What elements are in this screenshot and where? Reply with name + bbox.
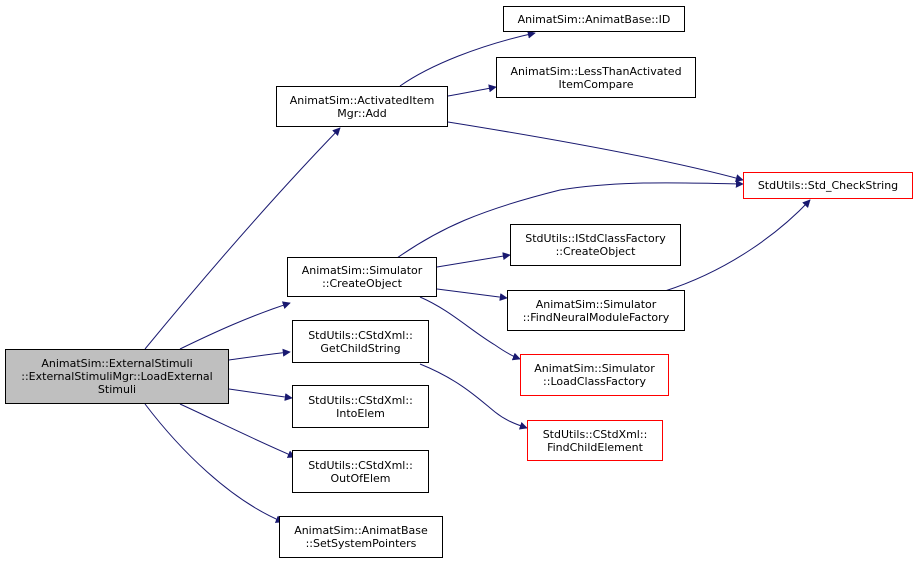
node-label-line: StdUtils::Std_CheckString [757, 179, 899, 192]
node-less-than-activated-item-compare[interactable]: AnimatSim::LessThanActivated ItemCompare [496, 57, 696, 98]
edge-root-to-set-system-pointers [144, 403, 284, 523]
node-label-line: AnimatSim::Simulator [301, 264, 423, 277]
edge-create-object-to-std-check-string [396, 179, 744, 259]
node-label-line: ::ExternalStimuliMgr::LoadExternal [21, 370, 213, 383]
edge-create-object-to-istd-class-factory [436, 252, 511, 268]
node-activated-item-mgr-add[interactable]: AnimatSim::ActivatedItem Mgr::Add [276, 86, 448, 127]
node-label-line: OutOfElem [330, 471, 391, 485]
node-label-line: ::CreateObject [322, 277, 402, 290]
node-label-line: AnimatSim::Simulator [535, 297, 657, 311]
node-label-line: IntoElem [336, 406, 385, 420]
node-load-class-factory[interactable]: AnimatSim::Simulator ::LoadClassFactory [520, 354, 669, 396]
node-simulator-create-object[interactable]: AnimatSim::Simulator ::CreateObject [287, 257, 437, 297]
node-label-line: GetChildString [320, 341, 401, 355]
node-label-line: Stimuli [97, 383, 137, 396]
node-label-line: AnimatSim::LessThanActivated [510, 64, 682, 78]
edge-activated-add-to-less-than-activated [447, 84, 497, 97]
node-label-line: ::LoadClassFactory [543, 375, 646, 388]
node-std-check-string[interactable]: StdUtils::Std_CheckString [743, 172, 913, 199]
edge-root-to-out-of-elem [179, 403, 296, 458]
edge-root-to-into-elem [228, 388, 293, 401]
node-label-line: AnimatSim::Simulator [534, 362, 655, 375]
edge-create-object-to-load-class-factory [419, 296, 521, 361]
edge-find-neural-to-std-check-string [664, 199, 811, 292]
node-label-line: AnimatSim::ExternalStimuli [41, 357, 193, 370]
edge-activated-add-to-animatbase-id [399, 30, 536, 87]
node-animatbase-id[interactable]: AnimatSim::AnimatBase::ID [503, 6, 685, 32]
edge-activated-add-to-std-check-string [447, 121, 744, 182]
edge-root-to-activated-item-mgr-add [144, 127, 341, 350]
edge-root-to-get-child-string [228, 348, 291, 361]
edge-create-object-to-find-neural-module-factory [436, 288, 508, 301]
node-label-line: StdUtils::CStdXml:: [308, 458, 413, 472]
edge-root-to-simulator-create-object [179, 301, 291, 350]
node-label-line: ::FindNeuralModuleFactory [522, 310, 670, 324]
node-label-line: StdUtils::IStdClassFactory [525, 232, 666, 245]
node-label-line: AnimatSim::AnimatBase [294, 524, 428, 537]
node-label-line: ::SetSystemPointers [305, 537, 417, 550]
node-label-line: FindChildElement [547, 440, 643, 454]
node-find-neural-module-factory[interactable]: AnimatSim::Simulator ::FindNeuralModuleF… [507, 290, 685, 331]
node-into-elem[interactable]: StdUtils::CStdXml:: IntoElem [292, 385, 429, 428]
node-label-line: StdUtils::CStdXml:: [308, 393, 413, 407]
node-set-system-pointers[interactable]: AnimatSim::AnimatBase ::SetSystemPointer… [279, 516, 443, 558]
node-find-child-element[interactable]: StdUtils::CStdXml:: FindChildElement [527, 420, 663, 461]
node-label-line: StdUtils::CStdXml:: [308, 328, 413, 342]
edge-get-child-string-to-find-child-element [419, 363, 528, 430]
node-label-line: Mgr::Add [337, 106, 387, 120]
node-get-child-string[interactable]: StdUtils::CStdXml:: GetChildString [292, 320, 429, 363]
node-label-line: ::CreateObject [555, 245, 636, 258]
node-label-line: ItemCompare [558, 77, 634, 91]
node-out-of-elem[interactable]: StdUtils::CStdXml:: OutOfElem [292, 450, 429, 493]
node-load-external-stimuli: AnimatSim::ExternalStimuli ::ExternalSti… [5, 349, 229, 404]
node-istd-class-factory-create-object[interactable]: StdUtils::IStdClassFactory ::CreateObjec… [510, 224, 681, 266]
node-label-line: AnimatSim::AnimatBase::ID [517, 12, 671, 26]
node-label-line: StdUtils::CStdXml:: [542, 427, 648, 441]
node-label-line: AnimatSim::ActivatedItem [289, 93, 435, 107]
